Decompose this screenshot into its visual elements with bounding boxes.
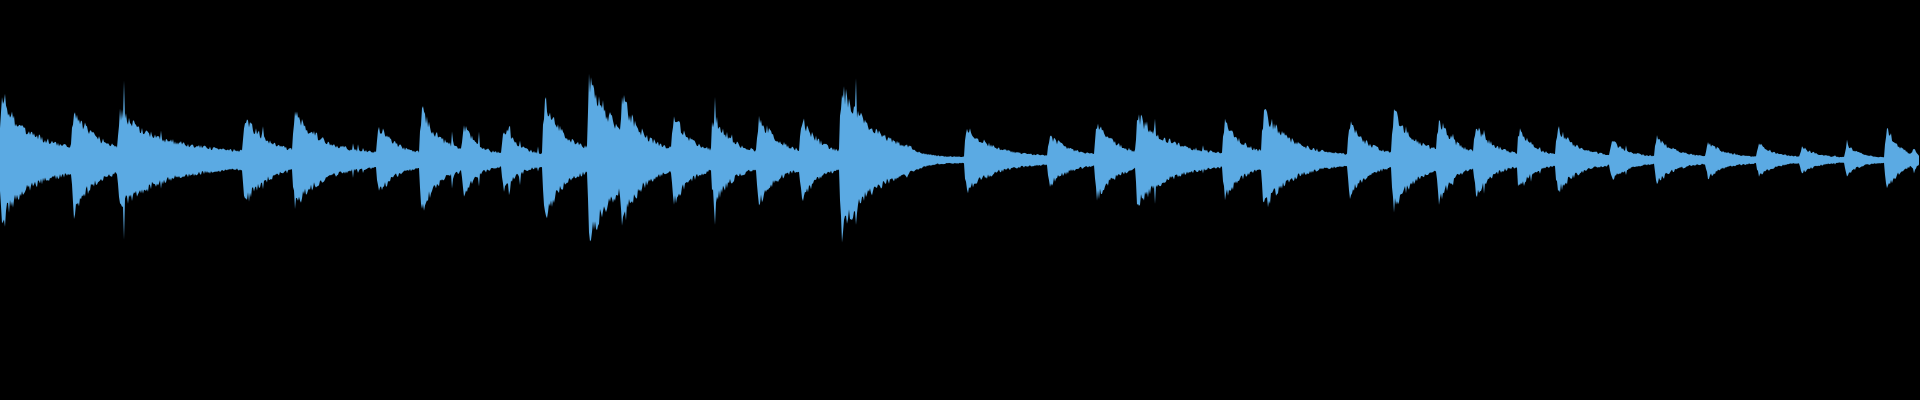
waveform-envelope-path — [0, 73, 1919, 243]
